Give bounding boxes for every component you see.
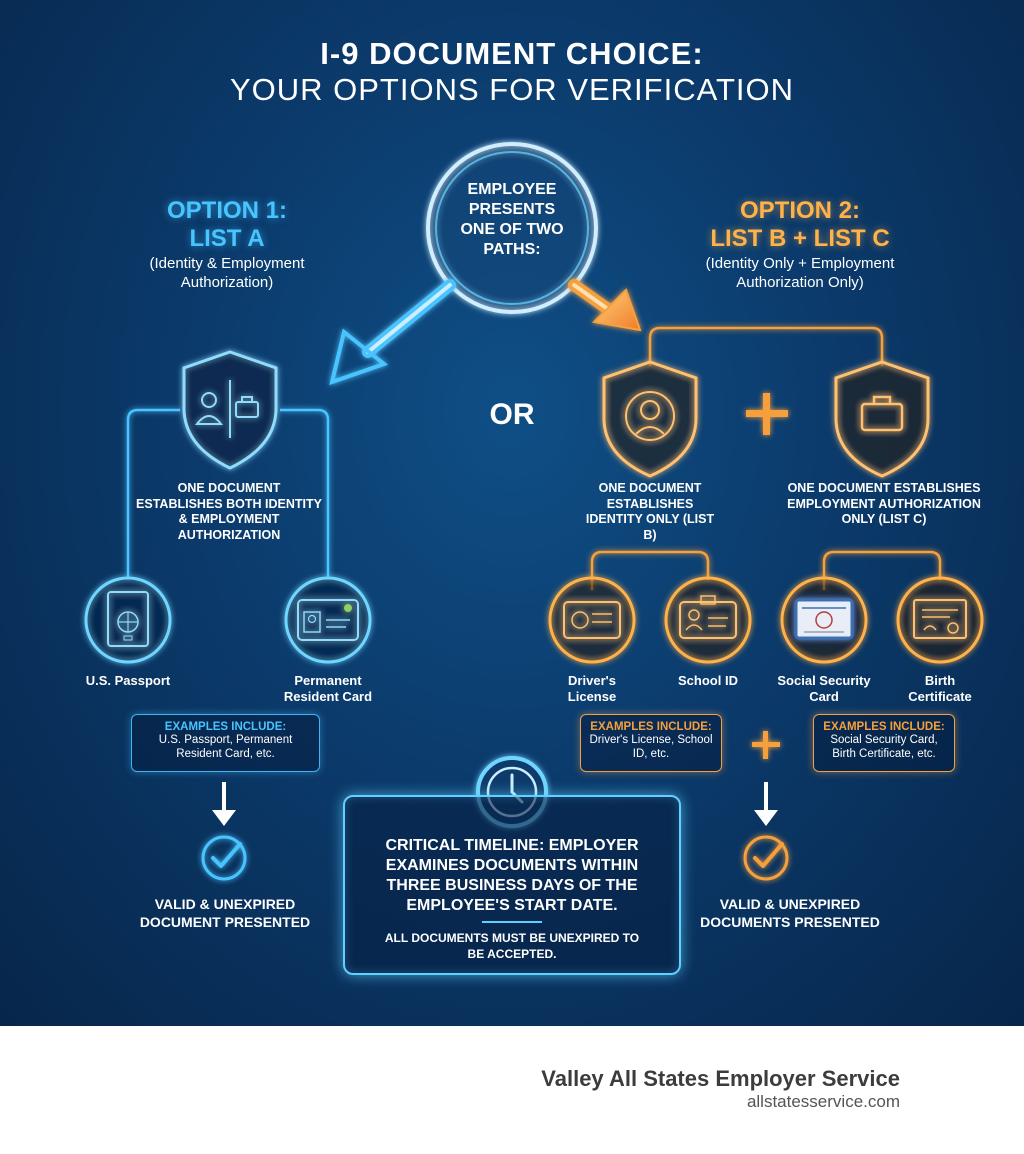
footer-url: allstatesservice.com bbox=[746, 1092, 900, 1111]
doc-label-permanent-resident-card: Permanent Resident Card bbox=[283, 673, 373, 704]
arrow-to-option2 bbox=[568, 279, 642, 332]
examples-header: EXAMPLES INCLUDE: bbox=[823, 721, 945, 733]
footer-brand: Valley All States Employer Service bbox=[541, 1066, 900, 1091]
school-id-icon bbox=[664, 576, 752, 664]
option2-result: VALID & UNEXPIRED DOCUMENTS PRESENTED bbox=[700, 896, 880, 930]
examples-text: Driver's License, School ID, etc. bbox=[589, 734, 713, 760]
timeline-note: ALL DOCUMENTS MUST BE UNEXPIRED TO BE AC… bbox=[384, 931, 640, 961]
timeline-box bbox=[343, 795, 681, 975]
title-line1: I-9 DOCUMENT CHOICE: bbox=[320, 36, 704, 71]
down-arrow-option1-icon bbox=[212, 782, 236, 826]
shield-list-c-icon bbox=[834, 360, 930, 478]
checkmark-option1-icon bbox=[201, 835, 247, 881]
option1-caption: ONE DOCUMENT ESTABLISHES BOTH IDENTITY &… bbox=[136, 481, 322, 542]
timeline-divider bbox=[482, 921, 542, 923]
doc-label-drivers-license: Driver's License bbox=[567, 673, 617, 704]
center-prompt: EMPLOYEE PRESENTS ONE OF TWO PATHS: bbox=[460, 181, 564, 258]
arrow-to-option1 bbox=[329, 279, 456, 386]
option2-caption-list-b: ONE DOCUMENT ESTABLISHES IDENTITY ONLY (… bbox=[585, 481, 715, 542]
doc-label-birth-certificate: Birth Certificate bbox=[908, 673, 972, 704]
doc-label-passport: U.S. Passport bbox=[85, 673, 171, 688]
plus-small-icon bbox=[752, 731, 780, 759]
footer: Valley All States Employer Service allst… bbox=[0, 1026, 1024, 1154]
shield-list-b-icon bbox=[602, 360, 698, 478]
checkmark-option2-icon bbox=[743, 835, 789, 881]
option1-examples-box: EXAMPLES INCLUDE: U.S. Passport, Permane… bbox=[131, 714, 320, 772]
examples-text: Social Security Card, Birth Certificate,… bbox=[830, 734, 938, 760]
plus-icon bbox=[746, 393, 788, 435]
option1-subtitle: (Identity & Employment Authorization) bbox=[149, 255, 305, 291]
option2-examples-box-list-b: EXAMPLES INCLUDE: Driver's License, Scho… bbox=[580, 714, 722, 772]
option2-subtitle: (Identity Only + Employment Authorizatio… bbox=[705, 255, 895, 291]
connector-graphics bbox=[84, 142, 984, 881]
option1-list: LIST A bbox=[189, 225, 265, 252]
title-line2: YOUR OPTIONS FOR VERIFICATION bbox=[229, 72, 795, 107]
option1-tree bbox=[126, 408, 330, 578]
permanent-resident-card-icon bbox=[284, 576, 372, 664]
option2-tree bbox=[590, 326, 942, 590]
social-security-card-icon bbox=[780, 576, 868, 664]
option2-list: LIST B + LIST C bbox=[710, 225, 890, 252]
option1-heading: OPTION 1: bbox=[166, 197, 287, 224]
or-label: OR bbox=[489, 398, 535, 431]
center-ring bbox=[426, 142, 598, 314]
doc-label-social-security-card: Social Security Card bbox=[777, 673, 871, 704]
examples-header: EXAMPLES INCLUDE: bbox=[164, 721, 287, 733]
shield-list-a-icon bbox=[182, 350, 278, 470]
down-arrow-option2-icon bbox=[754, 782, 778, 826]
drivers-license-icon bbox=[548, 576, 636, 664]
examples-header: EXAMPLES INCLUDE: bbox=[590, 721, 712, 733]
examples-text: U.S. Passport, Permanent Resident Card, … bbox=[158, 734, 293, 760]
option2-heading: OPTION 2: bbox=[739, 197, 860, 224]
doc-label-school-id: School ID bbox=[678, 673, 738, 688]
timeline-main-text: CRITICAL TIMELINE: EMPLOYER EXAMINES DOC… bbox=[385, 837, 639, 914]
passport-icon bbox=[84, 576, 172, 664]
infographic-canvas: I-9 DOCUMENT CHOICE: YOUR OPTIONS FOR VE… bbox=[0, 0, 1024, 1026]
birth-certificate-icon bbox=[896, 576, 984, 664]
option1-result: VALID & UNEXPIRED DOCUMENT PRESENTED bbox=[139, 896, 311, 930]
option2-examples-box-list-c: EXAMPLES INCLUDE: Social Security Card, … bbox=[813, 714, 955, 772]
option2-caption-list-c: ONE DOCUMENT ESTABLISHES EMPLOYMENT AUTH… bbox=[787, 481, 981, 526]
